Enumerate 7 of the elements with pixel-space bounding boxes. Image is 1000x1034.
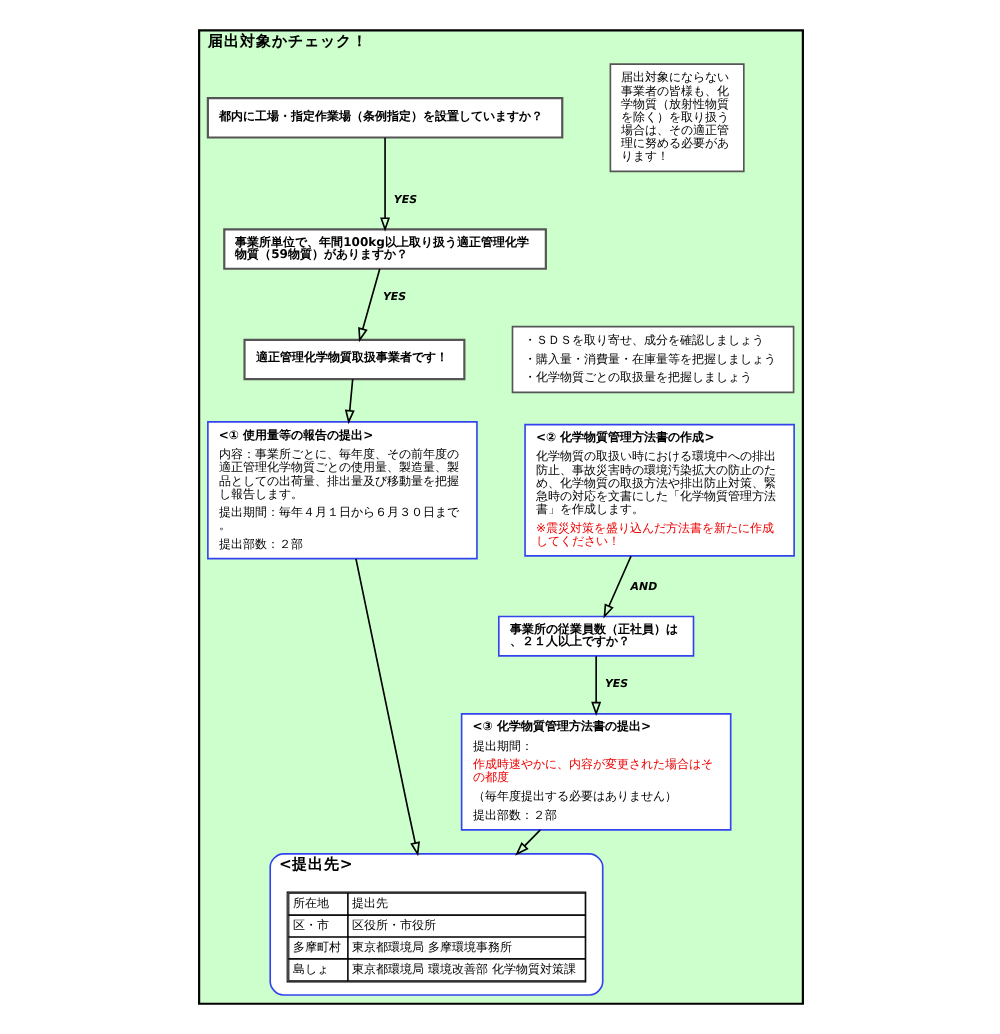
arrow <box>357 268 380 343</box>
arrow <box>590 655 601 717</box>
arrow <box>514 829 541 856</box>
arrow <box>343 378 354 425</box>
arrow <box>379 136 390 232</box>
arrow <box>602 555 631 619</box>
arrow <box>354 558 419 857</box>
